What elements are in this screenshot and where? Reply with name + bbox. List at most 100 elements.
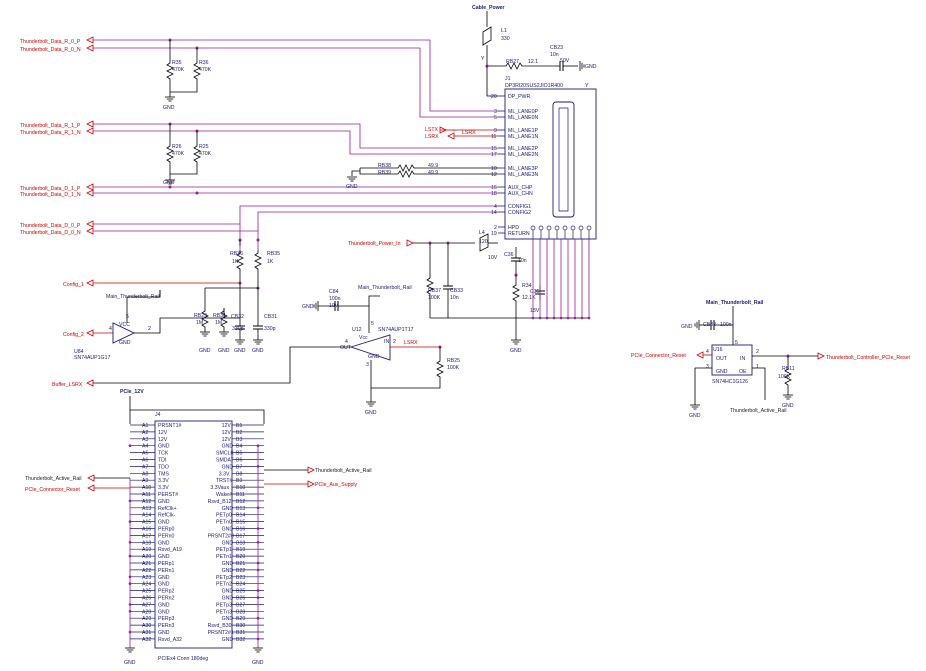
rb39-ref: RB39 [378,170,391,176]
u84-pin2: 2 [148,326,151,332]
u16-cap-ref: CB32 [703,322,716,328]
j4-right-pin-number: B26 [236,596,245,602]
net-tb-ctrl-reset: Thunderbolt_Controller_PCIe_Reset [826,355,910,361]
j4-right-pin-number: B3 [236,437,242,443]
j4-left-pin-number: A27 [142,602,151,608]
j4-left-pin-number: A13 [142,506,151,512]
j1-pin-number: 12 [491,172,497,178]
cable-power-section: Cable_Power L1 330 Y RB27 12.1 CB23 10n … [472,5,597,97]
u16-cap-gnd-label: GND [681,324,693,330]
net-td-r0-n: Thunderbolt_Data_R_0_N [20,47,81,53]
net-tb-power-in: Thunderbolt_Power_In [348,241,401,247]
net-td-r0-p: Thunderbolt_Data_R_0_P [20,39,81,45]
j4-left-pin-number: A8 [142,471,148,477]
u12-lsrx-buffer: C84 100n 10V GND Main_Thunderbolt_Rail V… [52,285,460,416]
j1-pin-number: 17 [491,152,497,158]
rb29-ref: RB29 [194,313,207,319]
u16-pin2: 2 [756,349,759,355]
j4-right-pin-name: 12V [222,430,232,436]
j4-right-pin-number: B2 [236,430,242,436]
j4-left-pin-name: PERp3 [158,616,175,622]
j1-shield-pin [546,225,552,231]
j1-shield-pin [570,225,576,231]
net-td-d1-n: Thunderbolt_Data_D_1_N [20,192,81,198]
j4-right-pin-number: B30 [236,623,245,629]
j4-left-pin-number: A20 [142,554,151,560]
net-pcie-conn-reset-left: PCIe_Connector_Reset [25,487,80,493]
u12-gnd: GND [368,354,380,360]
j4-ref: J4 [155,412,161,418]
j1-pin-number: 16 [491,185,497,191]
j1-pin-name: ML_LANE0P [508,109,539,115]
j4-right-pin-name: GND [222,596,234,602]
r26-r25-pulldowns: R26 470K R25 470K GND [163,124,212,186]
j4-right-pin-number: B32 [236,637,245,643]
j1-pin-number: 18 [491,191,497,197]
j4-right-pin-number: B6 [236,458,242,464]
r26-value: 470K [172,151,185,157]
r26-ref: R26 [172,144,182,150]
j4-right-pin-name: GND [222,561,234,567]
j1-pin-name: ML_LANE3N [508,172,539,178]
r34-value: 12.1K [522,295,536,301]
j4-left-pin-number: A22 [142,568,151,574]
hpd-gnd-label: GND [510,348,522,354]
r35-value: 470K [172,67,185,73]
cb23-voltage: 50V [560,58,570,64]
net-lsrx-left: LSRX [425,134,439,140]
net-pcie-12v: PCIe_12V [120,389,144,395]
u84-part: SN74AUP1G17 [74,355,110,361]
j4-left-pin-name: RefClk- [158,513,176,519]
rb36-value: 1K [232,259,239,265]
j4-right-pin-name: PETn1 [216,554,232,560]
j4-right-pin-name: PETp0 [216,513,232,519]
j4-left-pin-number: A24 [142,582,151,588]
j4-left-pin-number: A18 [142,540,151,546]
r36-value: 470K [199,67,212,73]
j4-right-pin-number: B12 [236,499,245,505]
u16-gnd: GND [716,369,728,375]
j4-left-pin-name: TCK [158,451,169,457]
j4-right-pin-name: PETn3 [216,609,232,615]
j4-right-pin-number: B31 [236,630,245,636]
j4-left-pin-number: A9 [142,478,148,484]
j1-pin-name: AUX_CHP [508,185,533,191]
j4-left-pin-name: 3.3V [158,478,169,484]
j1-shield-pin [530,225,536,231]
c36-value: 10n [518,258,527,264]
config-buffers: Config_1 Config_2 VCC GND 4 2 5 U84 SN74… [63,279,258,361]
j4-right-pin-name: TRST# [216,478,233,484]
j4-right-pin-name: Wake# [216,492,232,498]
rb31-gnd-label: GND [218,348,230,354]
j4-right-pin-name: PETn2 [216,582,232,588]
j1-pin-number: 10 [491,166,497,172]
rb35-value: 1K [267,259,274,265]
j4-left-pin-name: PRSNT1# [158,423,181,429]
j1-pin-name: ML_LANE1P [508,128,539,134]
rb25-ref: RB25 [447,358,460,364]
c84-gnd-label: GND [302,304,314,310]
u16-oe-net: Thunderbolt_Active_Rail [730,408,787,414]
c36-ref: C36 [504,252,514,258]
u12-in: IN [384,339,389,345]
net-tb-active-right: Thunderbolt_Active_Rail [315,468,372,474]
j4-right-pin-number: B28 [236,609,245,615]
u12-buffer-symbol [349,334,391,361]
rb29-value: 1M [196,320,203,326]
rb38-value: 49.9 [428,163,438,169]
rb38-rb39-aux-termination: RB38 RB39 49.9 49.9 GND [346,163,498,190]
c84-value: 100n [329,296,341,302]
j4-left-pin-number: A12 [142,499,151,505]
cb32-value: 330p [232,326,244,332]
u16-rail-label: Main_Thunderbolt_Rail [706,300,764,306]
j4-left-pin-name: GND [158,602,170,608]
net-u16-conn-reset: PCIe_Connector_Reset [631,353,686,359]
net-config1: Config_1 [63,282,84,288]
rb11-ref: RB11 [782,366,795,372]
rb31-value: 1M [215,320,222,326]
j4-left-pin-name: 12V [158,430,168,436]
j1-pin-name: ML_LANE2P [508,146,539,152]
